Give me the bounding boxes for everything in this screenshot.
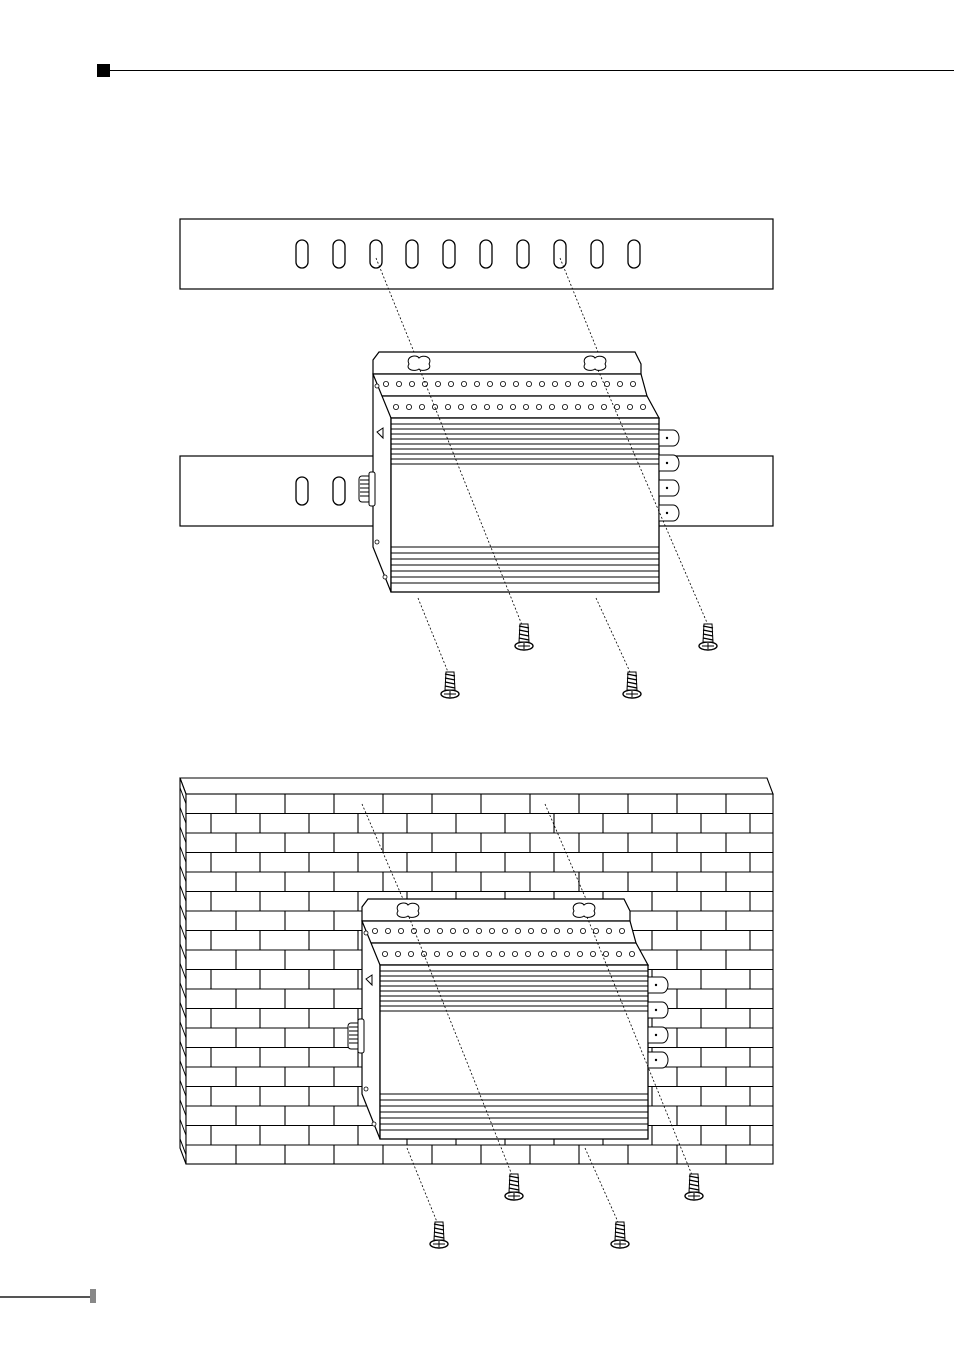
screw-icon bbox=[515, 624, 533, 650]
device-unit bbox=[348, 899, 668, 1139]
screw-icon bbox=[505, 1174, 523, 1200]
device-unit bbox=[359, 352, 679, 592]
wall-mount-figure bbox=[180, 778, 773, 1248]
screw-icon bbox=[699, 624, 717, 650]
rail-mount-figure bbox=[180, 219, 773, 698]
screw-icon bbox=[441, 672, 459, 698]
screw-icon bbox=[623, 672, 641, 698]
screw-icon bbox=[611, 1222, 629, 1248]
upper-rail bbox=[180, 219, 773, 289]
screw-icon bbox=[430, 1222, 448, 1248]
screw-icon bbox=[685, 1174, 703, 1200]
